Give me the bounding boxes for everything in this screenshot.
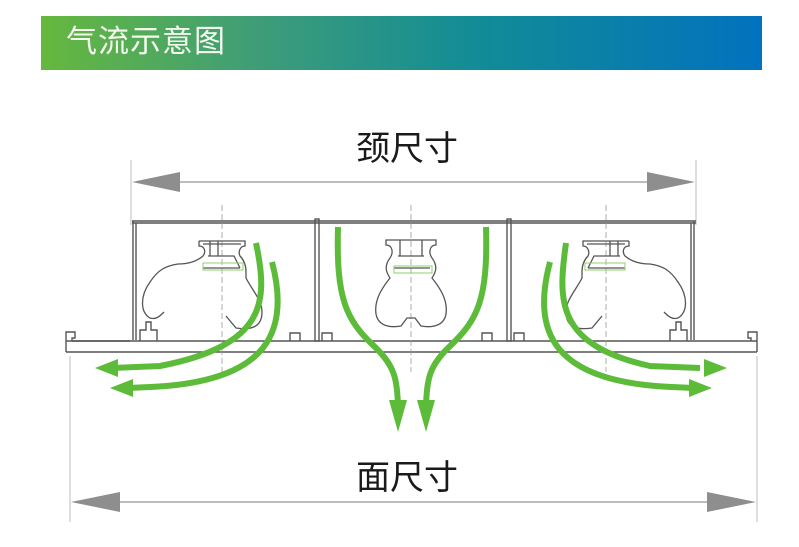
neck-dimension: 颈尺寸 bbox=[130, 129, 697, 225]
face-arrow-right-icon bbox=[707, 492, 756, 512]
arrowhead-left-upper-icon bbox=[95, 359, 118, 377]
neck-dimension-label: 颈尺寸 bbox=[356, 129, 458, 169]
airflow-arrows bbox=[111, 226, 701, 413]
airflow-left-lower bbox=[127, 261, 281, 391]
neck-arrow-left-icon bbox=[132, 172, 180, 192]
arrowhead-right-upper-icon bbox=[704, 359, 727, 377]
left-blade-profile bbox=[141, 240, 263, 330]
arrowhead-left-lower-icon bbox=[110, 379, 133, 397]
center-blade-profile bbox=[375, 239, 447, 328]
diffuser-housing bbox=[65, 218, 758, 353]
airflow-center-right bbox=[423, 226, 490, 413]
arrowhead-right-lower-icon bbox=[689, 379, 712, 397]
airflow-left-upper bbox=[111, 242, 265, 371]
arrowhead-center-left-icon bbox=[389, 400, 407, 432]
arrowhead-center-right-icon bbox=[417, 400, 435, 432]
face-arrow-left-icon bbox=[71, 492, 120, 512]
airflow-right-upper bbox=[559, 242, 701, 371]
airflow-center-left bbox=[334, 226, 401, 413]
title-banner: 气流示意图 bbox=[41, 16, 762, 70]
page-title: 气流示意图 bbox=[66, 24, 226, 60]
neck-arrow-right-icon bbox=[647, 172, 695, 192]
face-dimension-label: 面尺寸 bbox=[356, 458, 458, 498]
face-dimension: 面尺寸 bbox=[69, 356, 758, 522]
airflow-arrowheads bbox=[95, 359, 727, 432]
airflow-right-lower bbox=[541, 261, 695, 391]
right-blade-profile bbox=[565, 240, 687, 330]
